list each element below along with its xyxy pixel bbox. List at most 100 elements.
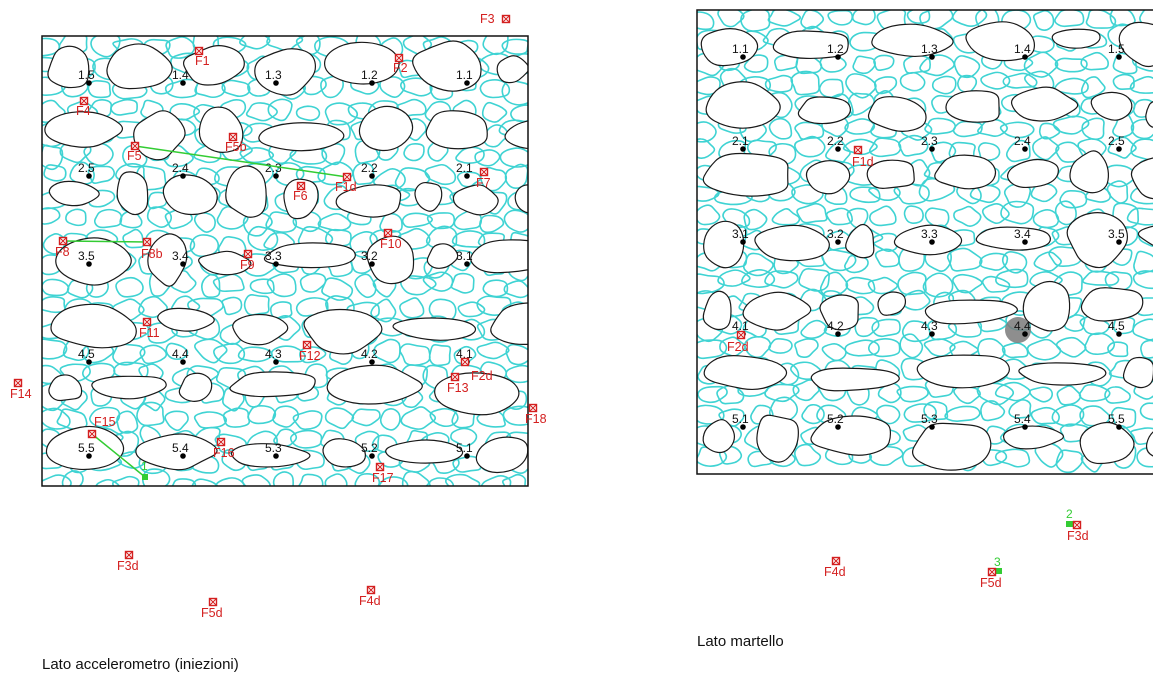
- stone-outline: [182, 45, 245, 86]
- grid-point-label: 5.5: [78, 441, 95, 455]
- stone-outline: [178, 372, 213, 402]
- mortar-outline: [821, 343, 847, 362]
- mortar-outline: [42, 144, 64, 171]
- mortar-outline: [324, 407, 355, 430]
- mortar-outline: [297, 473, 324, 486]
- stone-outline: [106, 43, 173, 90]
- mortar-outline: [146, 206, 173, 229]
- mortar-outline: [995, 268, 1029, 289]
- mortar-outline: [502, 405, 528, 426]
- mortar-outline: [221, 296, 243, 316]
- marker-cross-icon: [209, 598, 217, 606]
- mortar-outline: [239, 147, 275, 164]
- connection-line: [134, 145, 348, 178]
- grid-point-label: 2.2: [827, 134, 844, 148]
- marker-label: F12: [299, 349, 321, 363]
- stone-outline: [1145, 101, 1153, 128]
- stone-outline: [1090, 91, 1133, 121]
- grid-point-label: 4.5: [78, 347, 95, 361]
- mortar-outline: [852, 55, 876, 75]
- grid-point-label: 3.5: [1108, 227, 1125, 241]
- mortar-outline: [1059, 189, 1088, 209]
- grid-point: [929, 331, 935, 337]
- grid-point: [1022, 331, 1028, 337]
- grid-point-label: 4.3: [921, 319, 938, 333]
- mortar-outline: [422, 271, 454, 292]
- mortar-outline: [1001, 251, 1028, 274]
- mortar-outline: [1082, 270, 1120, 286]
- grid-point: [180, 359, 186, 365]
- mortar-outline: [994, 381, 1031, 402]
- grid-point: [740, 54, 746, 60]
- mortar-outline: [510, 104, 528, 123]
- mortar-outline: [354, 472, 381, 486]
- stone-outline: [1051, 28, 1101, 49]
- mortar-outline: [1055, 336, 1087, 358]
- marker-label: F5d: [201, 606, 223, 620]
- marker-cross-icon: [303, 341, 311, 349]
- mortar-outline: [1133, 250, 1153, 275]
- marker-cross-icon: [854, 146, 862, 154]
- stone-outline: [412, 40, 482, 92]
- grid-point: [929, 424, 935, 430]
- mortar-outline: [746, 139, 777, 161]
- marker-label: F3d: [117, 559, 139, 573]
- grid-point-label: 4.1: [456, 347, 473, 361]
- stone-outline: [116, 171, 149, 216]
- stone-outline: [1080, 287, 1144, 322]
- marker-cross-icon: [143, 238, 151, 246]
- mortar-outline: [1106, 180, 1129, 204]
- grid-point-label: 4.2: [361, 347, 378, 361]
- grid-point: [86, 80, 92, 86]
- grid-point: [929, 54, 935, 60]
- mortar-outline: [980, 71, 1011, 90]
- mortar-outline: [1001, 342, 1029, 359]
- stone-outline: [162, 174, 218, 216]
- stone-outline: [1010, 86, 1079, 122]
- mortar-outline: [373, 168, 406, 191]
- marker-label: F4d: [824, 565, 846, 579]
- mortar-outline: [89, 406, 121, 428]
- mortar-outline: [1054, 57, 1088, 73]
- mortar-outline: [400, 406, 437, 430]
- grid-point-label: 3.4: [172, 249, 189, 263]
- mortar-outline: [1032, 208, 1060, 229]
- mortar-outline: [867, 276, 899, 295]
- mortar-outline: [1107, 341, 1129, 358]
- stone-outline: [772, 30, 849, 60]
- mortar-outline: [116, 410, 139, 434]
- mortar-outline: [193, 411, 228, 429]
- mortar-outline: [845, 276, 876, 295]
- mortar-outline: [977, 337, 1006, 362]
- grid-point: [740, 239, 746, 245]
- mortar-outline: [697, 121, 717, 143]
- mortar-outline: [697, 11, 715, 31]
- marker-cross-icon: [195, 47, 203, 55]
- marker-label: F15: [94, 415, 116, 429]
- marker-label: F3d: [1067, 529, 1089, 543]
- mortar-outline: [266, 36, 304, 52]
- stone-outline: [934, 154, 997, 190]
- mortar-outline: [273, 428, 298, 448]
- marker-cross-icon: [297, 182, 305, 190]
- marker-label: F5b: [225, 140, 247, 154]
- grid-point-label: 4.3: [265, 347, 282, 361]
- mortar-outline: [1023, 51, 1059, 78]
- stone-outline: [470, 239, 528, 274]
- grid-point: [273, 173, 279, 179]
- grid-point-label: 3.1: [456, 249, 473, 263]
- mortar-outline: [1002, 72, 1038, 89]
- marker-label: F1d: [335, 180, 357, 194]
- marker-label: F16: [213, 446, 235, 460]
- mortar-outline: [164, 410, 189, 432]
- mortar-outline: [266, 273, 297, 298]
- stone-outline: [514, 184, 528, 214]
- mortar-outline: [295, 165, 326, 184]
- grid-point: [180, 80, 186, 86]
- mortar-outline: [429, 407, 459, 428]
- right-caption: Lato martello: [697, 633, 784, 650]
- green-label: 2: [1066, 507, 1073, 521]
- mortar-outline: [93, 208, 123, 229]
- mortar-outline: [42, 474, 72, 486]
- grid-point-label: 2.1: [732, 134, 749, 148]
